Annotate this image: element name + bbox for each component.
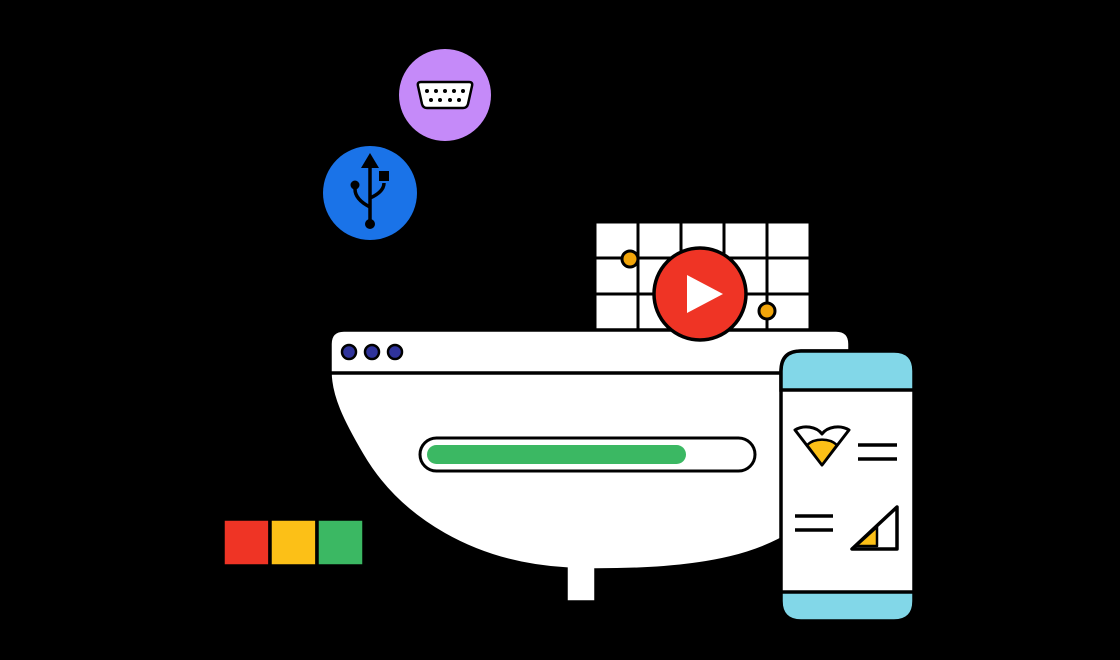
- wifi-icon: [793, 425, 851, 467]
- usb-icon: [350, 153, 389, 229]
- serial-port-badge: [399, 49, 491, 141]
- equals-lines-icon: [795, 514, 833, 532]
- palette-squares: [221, 517, 366, 568]
- grid-dot: [757, 301, 777, 321]
- browser-window: [328, 328, 852, 604]
- green-square: [315, 517, 366, 568]
- yellow-square: [268, 517, 319, 568]
- usb-badge: [323, 146, 417, 240]
- wifi-wedge: [805, 438, 839, 467]
- window-traffic-dot: [363, 343, 381, 361]
- serial-port-icon: [416, 80, 474, 110]
- play-icon: [687, 275, 723, 313]
- grid-dot: [620, 249, 640, 269]
- signal-triangle-icon: [850, 505, 899, 551]
- signal-triangle-wedge: [854, 525, 879, 548]
- phone: [779, 349, 916, 623]
- play-button[interactable]: [652, 246, 748, 342]
- progress-bar: [418, 436, 757, 473]
- window-traffic-dot: [386, 343, 404, 361]
- window-traffic-dot: [340, 343, 358, 361]
- equals-lines-icon: [858, 443, 897, 461]
- progress-bar-fill: [427, 445, 686, 464]
- phone-top-bar: [779, 349, 916, 392]
- phone-bottom-bar: [779, 590, 916, 623]
- red-square: [221, 517, 272, 568]
